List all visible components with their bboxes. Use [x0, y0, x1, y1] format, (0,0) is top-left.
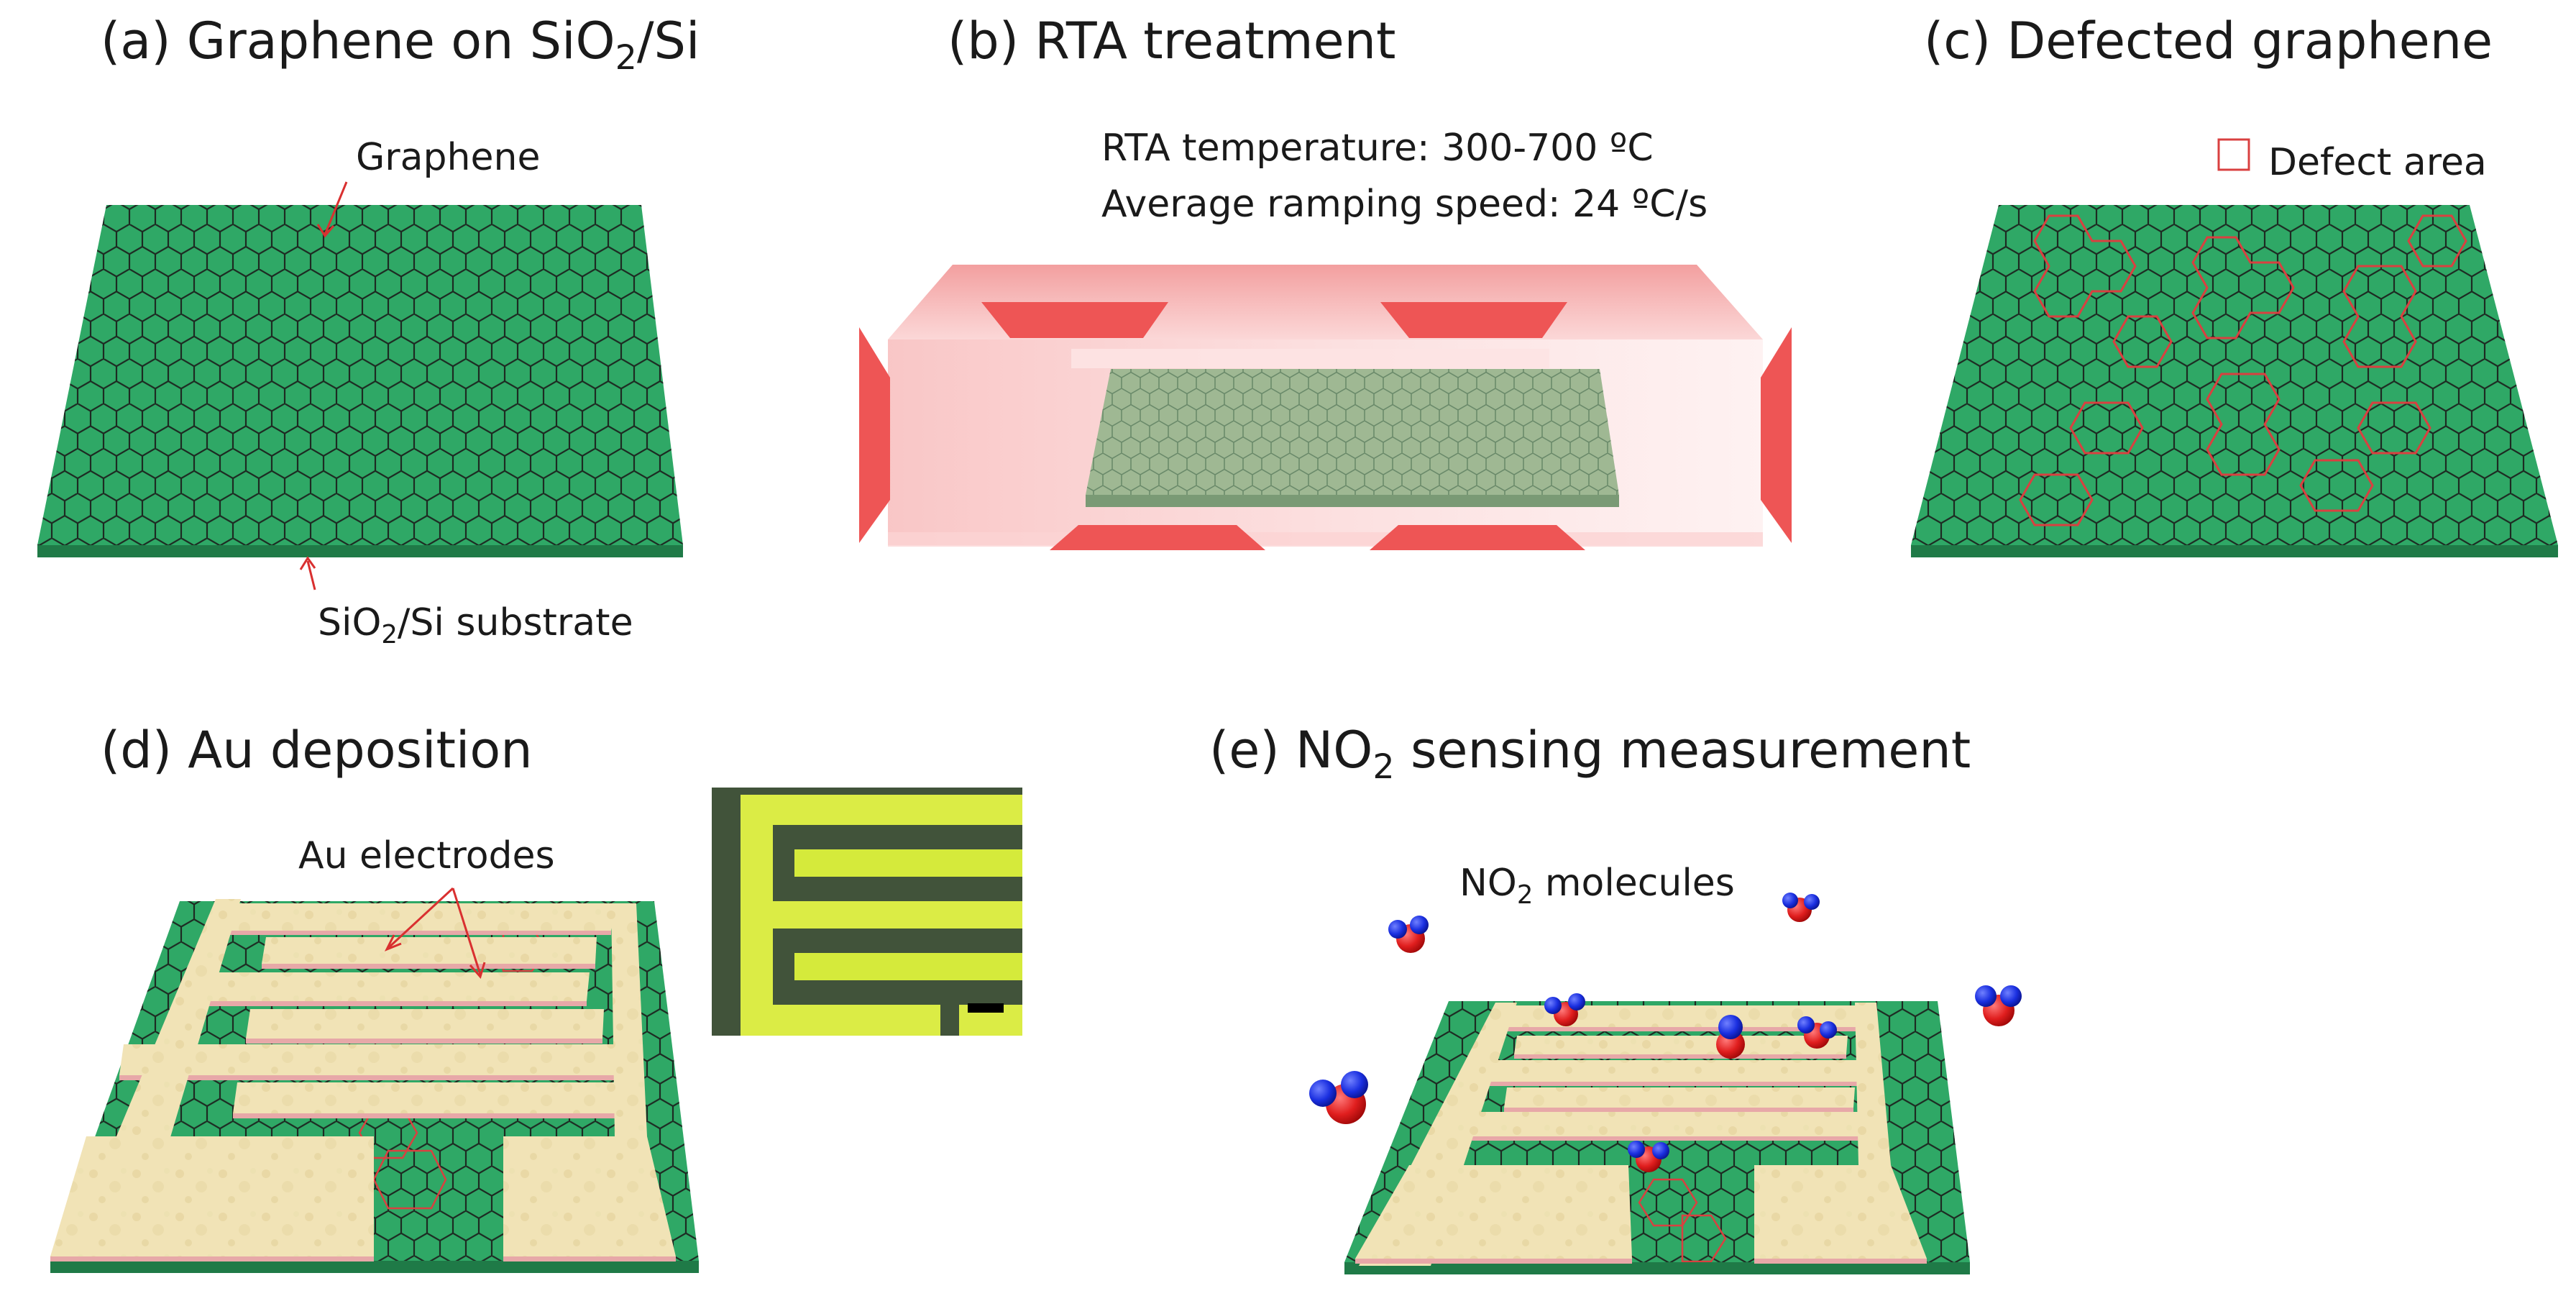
no2-molecule [1544, 993, 1585, 1026]
microscope-inset [712, 788, 1022, 1036]
defect-legend-label: Defect area [2268, 141, 2487, 184]
heat-arrow-right [1761, 327, 1792, 543]
panel-b-chamber [859, 265, 1792, 550]
rta-ramp-text: Average ramping speed: 24 ºC/s [1101, 183, 1708, 226]
heat-arrow-top-left [981, 302, 1168, 338]
panel-a-sheet [37, 181, 683, 590]
no2-molecule [1388, 916, 1429, 953]
heat-arrow-bottom-left [1050, 525, 1265, 550]
no2-molecule [1975, 985, 2022, 1026]
defect-legend-square [2217, 138, 2250, 171]
defect-areas [2019, 214, 2467, 526]
au-electrodes-shape [50, 899, 676, 1261]
panel-d-device [50, 887, 699, 1273]
heat-arrow-left [859, 327, 890, 543]
panel-e-device [1309, 893, 2022, 1274]
no2-molecule [1628, 1141, 1669, 1172]
no2-molecules-label: NO2 molecules [1459, 862, 1735, 911]
au-electrodes-label: Au electrodes [298, 834, 555, 877]
no2-molecule [1716, 1015, 1745, 1059]
graphene-label: Graphene [356, 136, 541, 179]
panel-c-title: (c) Defected graphene [1924, 12, 2493, 70]
panel-e-title: (e) NO2 sensing measurement [1209, 721, 1971, 788]
au-electrodes-e [1355, 1003, 1927, 1266]
panel-c-sheet [1911, 138, 2558, 557]
no2-molecule [1309, 1071, 1368, 1124]
panel-d-title: (d) Au deposition [101, 721, 533, 780]
panel-b-title: (b) RTA treatment [948, 12, 1396, 70]
no2-molecule [1797, 1016, 1837, 1049]
panel-a-title: (a) Graphene on SiO2/Si [101, 12, 700, 78]
heat-arrow-bottom-right [1370, 525, 1585, 550]
rta-temperature-text: RTA temperature: 300-700 ºC [1101, 127, 1654, 170]
heat-arrow-top-right [1380, 302, 1567, 338]
substrate-label: SiO2/Si substrate [318, 601, 633, 650]
no2-molecule [1782, 893, 1820, 922]
scale-bar [968, 1003, 1004, 1013]
